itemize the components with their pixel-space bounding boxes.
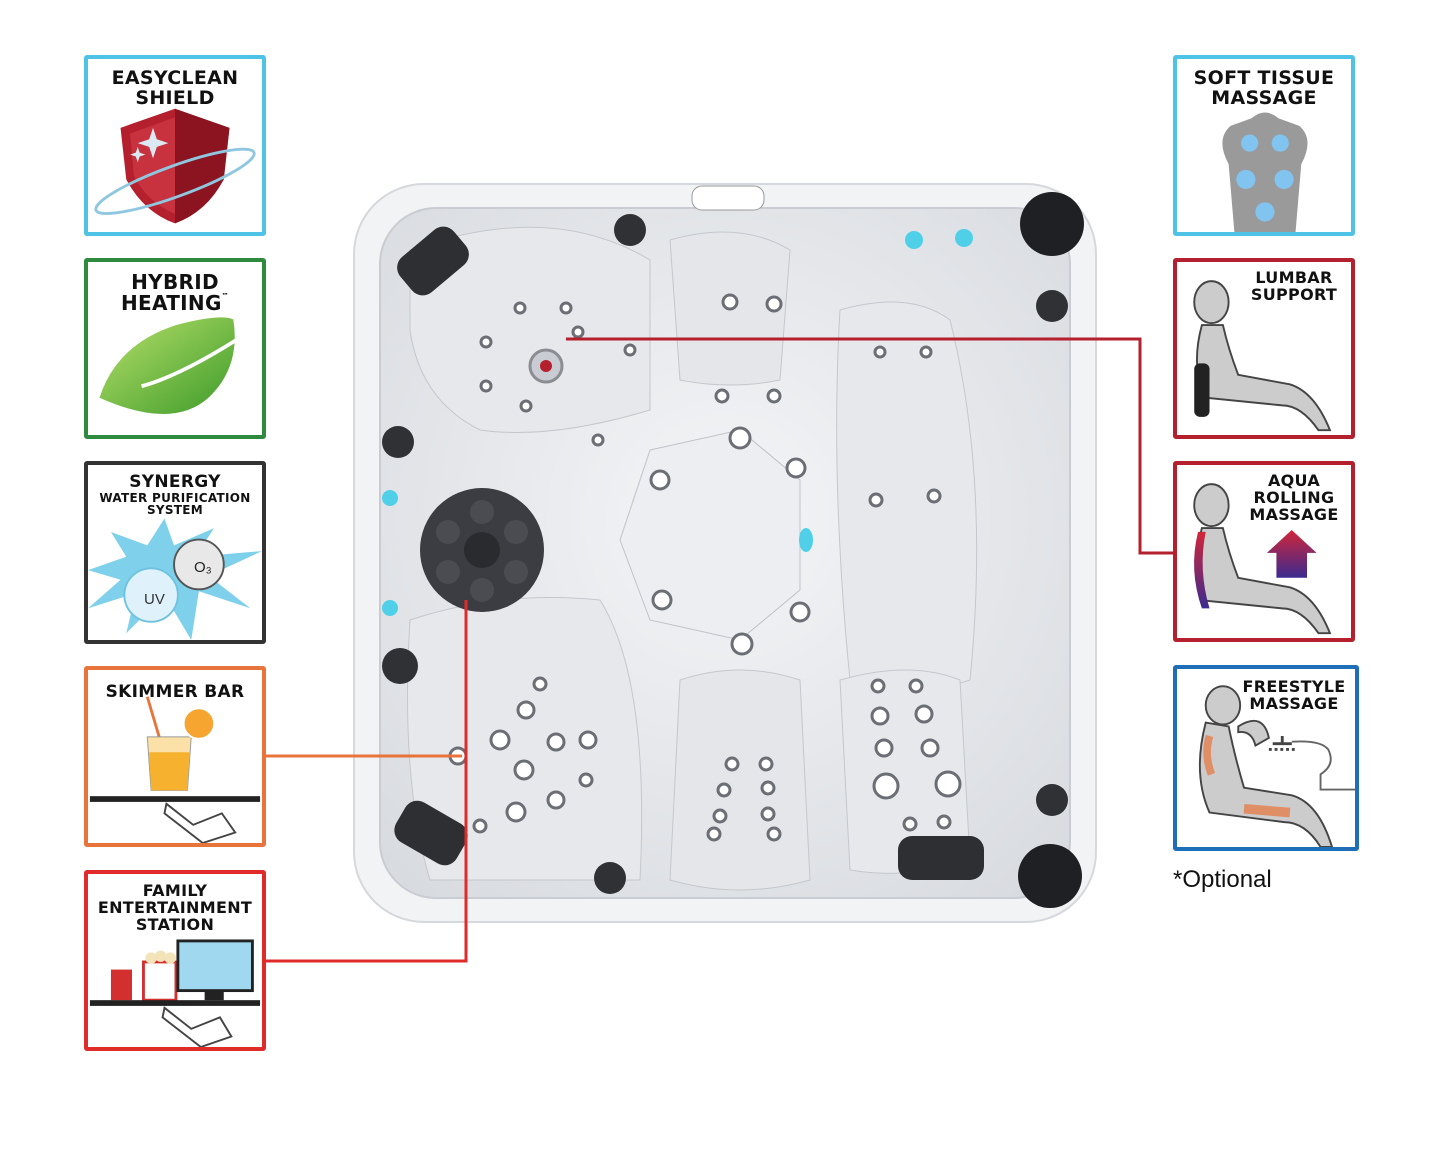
- entertainment-tray-icon: [89, 939, 261, 1047]
- freestyle-massage-icon: [1198, 685, 1355, 847]
- feature-card-skimmer-bar: SKIMMER BAR: [84, 666, 266, 847]
- water-purification-icon: [88, 518, 262, 640]
- feature-title: HYBRID HEATING™: [121, 270, 229, 315]
- shield-icon: [94, 108, 256, 224]
- rolling-massage-icon: [1193, 483, 1332, 635]
- connector-family-entertainment: [266, 600, 468, 963]
- feature-title: SKIMMER BAR: [105, 682, 245, 702]
- feature-title: FAMILY ENTERTAINMENT STATION: [97, 881, 253, 934]
- back-massage-icon: [1222, 112, 1308, 232]
- uv-label: UV: [144, 591, 165, 608]
- connector-aqua-rolling-massage: [566, 337, 1173, 555]
- drink-tray-icon: [89, 696, 261, 843]
- feature-card-family-entertainment: FAMILY ENTERTAINMENT STATION: [84, 870, 266, 1051]
- optional-footnote: *Optional: [1173, 866, 1272, 893]
- feature-card-synergy: SYNERGY WATER PURIFICATION SYSTEM O₃ UV: [84, 461, 266, 644]
- ozone-label: O₃: [194, 559, 212, 576]
- hot-tub-top-view: [353, 183, 1097, 923]
- feature-title: SYNERGY WATER PURIFICATION SYSTEM: [99, 472, 251, 518]
- feature-card-hybrid-heating: HYBRID HEATING™: [84, 258, 266, 439]
- leaf-icon: [99, 317, 252, 414]
- lumbar-support-icon: [1193, 280, 1332, 432]
